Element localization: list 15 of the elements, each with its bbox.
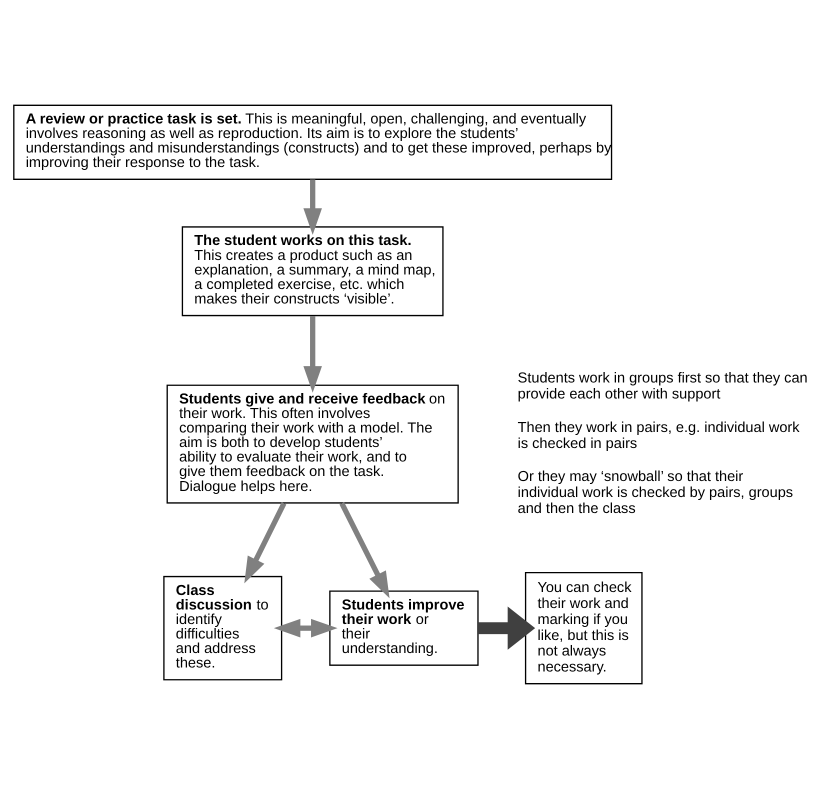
arrow: [303, 179, 322, 234]
node-box: The student works on this task. This creates a product such as an explanation, a summary, a mind map, a completed exercise, etc. which makes their constructs ‘visible’.: [182, 226, 444, 316]
label: Or they may ‘snowball’ so that their individual work is checked by pairs, groups and then the class: [518, 468, 794, 516]
arrow: [303, 315, 322, 392]
arrow: [274, 618, 338, 637]
node-box: Students give and receive feedback on their work. This often involves comparing their work with a model. The aim is both to develop students’ ability to evaluate their work, and to give them feedback on the task. Dialogue helps here.: [166, 384, 459, 504]
arrow: [339, 502, 390, 598]
node-box: A review or practice task is set. This is meaningful, open, challenging, and eventually involves reasoning as well as reproduction. Its aim is to explore the students’ understandings and misunderstandings (constructs) and to get these improved, perhaps by improving their response to the task.: [13, 104, 612, 180]
label: Then they work in pairs, e.g. individual work is checked in pairs: [518, 419, 800, 452]
node-box: Class discussion to identify difficulties and address these.: [163, 575, 282, 680]
node-box: You can check their work and marking if you like, but this is not always necessary.: [524, 571, 643, 684]
arrow: [244, 502, 286, 583]
node-box: Students improve their work or their understanding.: [329, 590, 479, 666]
arrow: [478, 606, 536, 650]
label: Students work in groups first so that they can provide each other with support: [518, 370, 808, 402]
